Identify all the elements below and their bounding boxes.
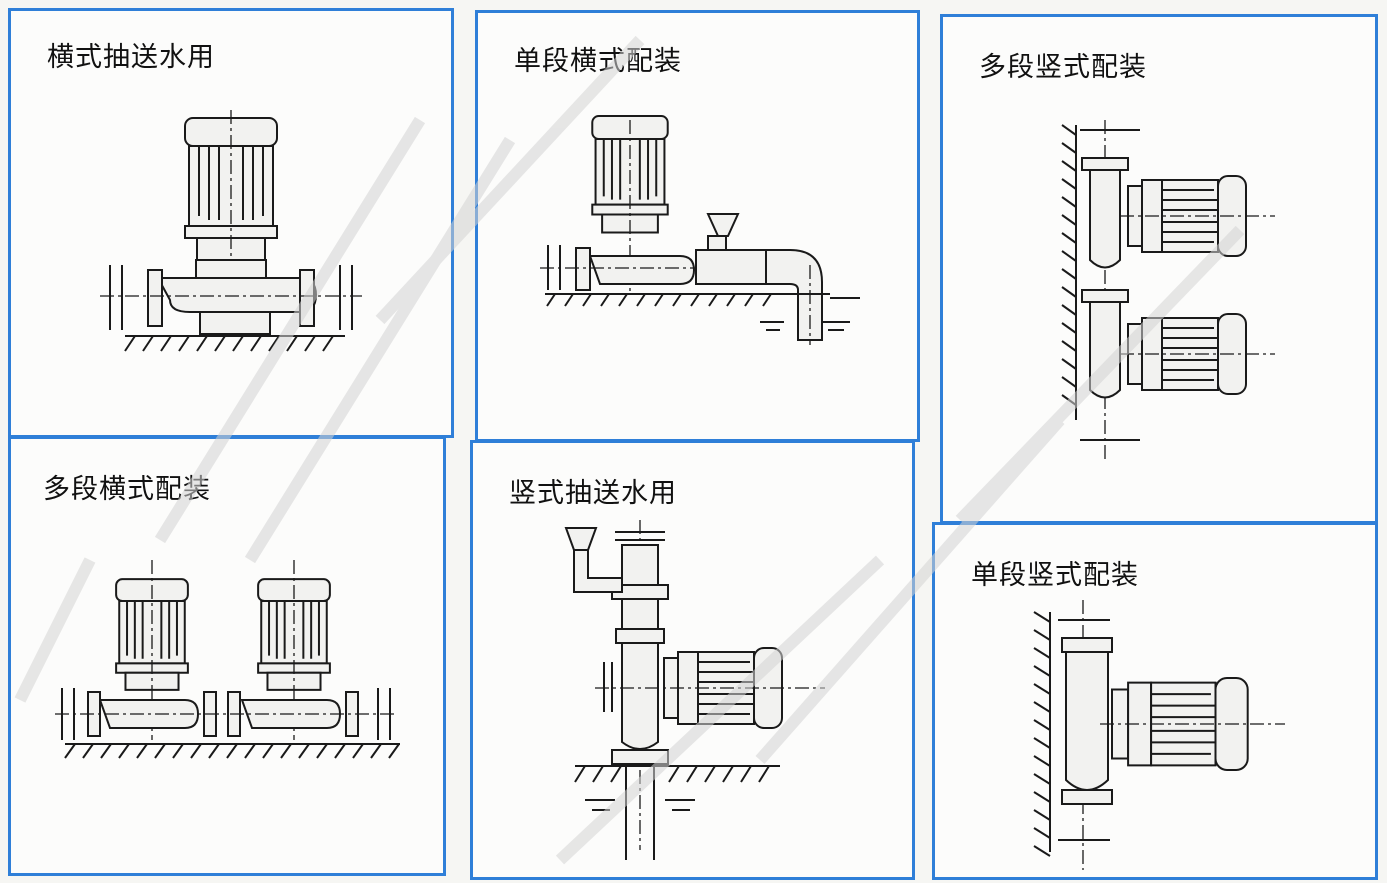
panel-label: 多段竖式配装: [979, 52, 1147, 83]
drawing-single-stage-horizontal: [540, 115, 860, 345]
drawing-horizontal-pumping: [100, 110, 362, 351]
drawing-multi-stage-horizontal: [55, 560, 400, 758]
drawing-multi-stage-vertical: [1062, 120, 1275, 460]
panel-label: 竖式抽送水用: [509, 478, 677, 509]
panel-label: 横式抽送水用: [47, 42, 215, 73]
drawing-single-stage-vertical: [1034, 600, 1285, 870]
drawing-vertical-pumping: [566, 520, 825, 860]
